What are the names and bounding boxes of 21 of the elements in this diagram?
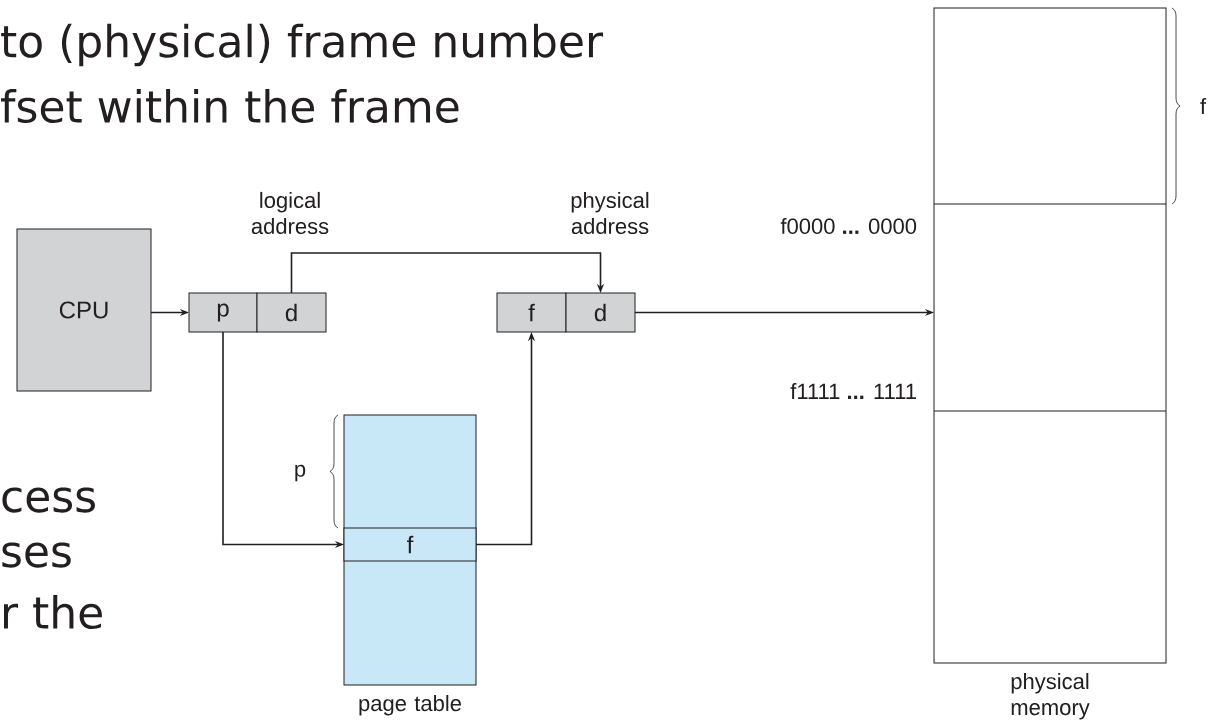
brace-label: f [1200,98,1207,114]
brace-label: p [295,464,306,482]
cpu-box: CPU [16,228,152,392]
slide-text: cess [2,487,95,513]
arrow [290,252,605,294]
slide-text: to (physical) frame number [1,23,604,67]
register-cell: d [256,292,327,333]
physical-memory: f0000 ... 0000 f1111 ... 1111 physical memory [780,7,1167,720]
slide-text: ses [2,542,71,568]
node-label: physical memory [1011,673,1090,720]
node-label: f0000 ... 0000 [780,217,917,235]
node-label: f1111 ... 1111 [790,383,916,399]
address-label: logical address [251,191,329,235]
table-entry: f [343,527,477,562]
register-cell: p [188,292,258,333]
register-cell: f [496,292,567,333]
node-label: page table [359,695,461,716]
slide-text: fset within the frame [1,89,459,124]
slide-text: r the [4,595,102,630]
address-label: physical address [571,191,649,235]
register-cell: d [565,292,636,333]
